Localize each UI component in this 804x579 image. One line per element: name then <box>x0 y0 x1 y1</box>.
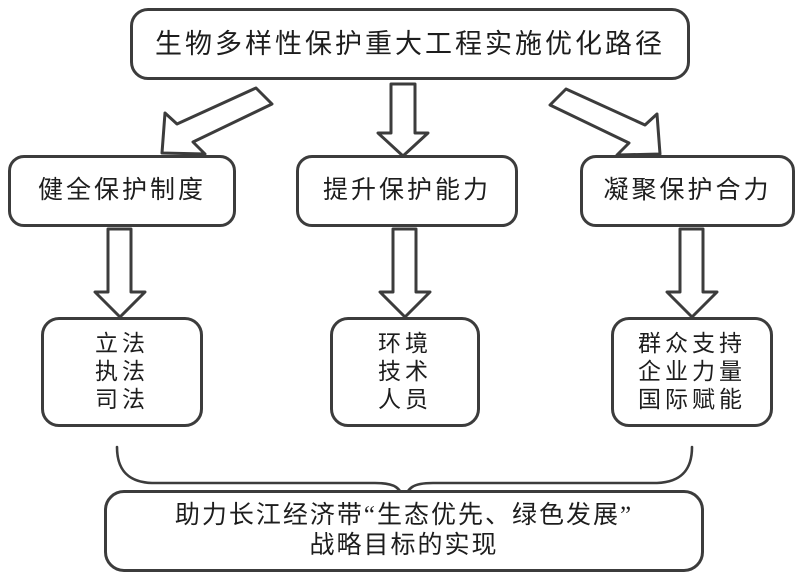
node-detail-line: 人员 <box>378 387 432 413</box>
node-title-label: 生物多样性保护重大工程实施优化路径 <box>155 28 665 59</box>
node-detail-synergy: 群众支持 企业力量 国际赋能 <box>611 317 773 427</box>
node-goal-line: 助力长江经济带“生态优先、绿色发展” <box>174 501 634 529</box>
node-title: 生物多样性保护重大工程实施优化路径 <box>130 8 690 80</box>
arrow-title-to-pillar-2 <box>376 82 430 158</box>
node-goal: 助力长江经济带“生态优先、绿色发展” 战略目标的实现 <box>104 490 704 572</box>
node-detail-line: 立法 <box>95 330 149 356</box>
arrow-title-to-pillar-3 <box>548 87 662 157</box>
node-detail-lines: 立法 执法 司法 <box>95 330 149 414</box>
node-detail-line: 国际赋能 <box>638 387 746 413</box>
node-pillar-label: 健全保护制度 <box>37 176 206 204</box>
node-detail-line: 环境 <box>378 330 432 356</box>
node-detail-line: 执法 <box>95 358 149 384</box>
arrow-title-to-pillar-1 <box>160 86 274 156</box>
node-detail-legal: 立法 执法 司法 <box>41 317 203 427</box>
node-pillar-label: 提升保护能力 <box>322 176 491 204</box>
node-detail-lines: 环境 技术 人员 <box>378 330 432 414</box>
arrow-pillar-3-to-detail-3 <box>665 227 719 319</box>
arrow-pillar-2-to-detail-2 <box>378 227 432 319</box>
node-detail-line: 技术 <box>378 358 432 384</box>
node-detail-lines: 群众支持 企业力量 国际赋能 <box>638 330 746 414</box>
node-goal-lines: 助力长江经济带“生态优先、绿色发展” 战略目标的实现 <box>175 501 633 562</box>
node-detail-line: 司法 <box>95 387 149 413</box>
node-goal-line: 战略目标的实现 <box>309 532 499 559</box>
node-detail-line: 群众支持 <box>638 330 746 356</box>
arrow-pillar-1-to-detail-1 <box>93 227 147 319</box>
node-detail-line: 企业力量 <box>638 358 746 384</box>
node-pillar-build-synergy: 凝聚保护合力 <box>580 155 795 227</box>
node-pillar-label: 凝聚保护合力 <box>603 176 772 204</box>
node-detail-capacity: 环境 技术 人员 <box>330 317 480 427</box>
node-pillar-enhance-capacity: 提升保护能力 <box>296 155 518 227</box>
node-pillar-improve-system: 健全保护制度 <box>8 155 236 227</box>
